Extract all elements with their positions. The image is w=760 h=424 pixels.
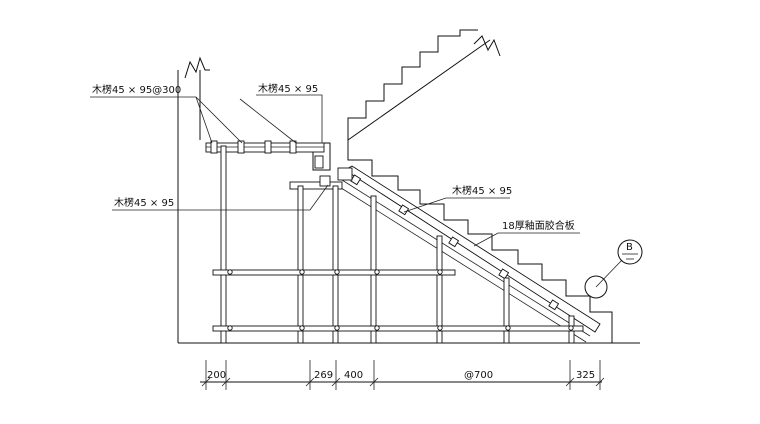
- label-plywood: 18厚釉面胶合板: [502, 219, 575, 232]
- leader-joist-mid: [256, 94, 323, 143]
- dim-400: 400: [344, 370, 363, 381]
- leader-joist-top-2: [195, 96, 243, 144]
- stair-break: [473, 35, 501, 57]
- ledger-block: [319, 175, 331, 187]
- break-symbol: [184, 56, 210, 79]
- detail-marker-label: B: [626, 242, 633, 253]
- edge-joist: [314, 155, 324, 169]
- leader-plywood: [473, 232, 580, 247]
- leader-joist-left: [112, 184, 329, 211]
- brace-lower: [212, 325, 584, 332]
- slope-top-block: [337, 167, 353, 181]
- slope-joists: [350, 174, 560, 311]
- detail-leader: [595, 259, 623, 288]
- dimension-ticks: [201, 360, 605, 390]
- upper-stair-underside: [347, 39, 491, 141]
- leader-joist-slope: [403, 197, 510, 213]
- landing-edge: [312, 142, 331, 171]
- dim-269: 269: [314, 370, 333, 381]
- leader-joist-mid-2: [239, 98, 297, 144]
- upper-stair: [347, 29, 478, 140]
- dim-325: 325: [576, 370, 595, 381]
- label-joist-mid: 木楞45 × 95: [258, 82, 318, 95]
- ledger-joist: [289, 181, 343, 190]
- detail-callout-circle: [584, 275, 608, 299]
- landing-joists: [210, 140, 297, 154]
- brace-bolts: [227, 269, 574, 331]
- brace-upper: [212, 269, 456, 276]
- slope-joist-line: [341, 179, 591, 337]
- slope-plywood: [344, 165, 601, 333]
- leader-joist-top: [90, 96, 213, 144]
- detail-marker-circle: [617, 239, 643, 265]
- dim-200: 200: [207, 370, 226, 381]
- dim-700: @700: [464, 370, 493, 381]
- label-joist-left: 木楞45 × 95: [114, 196, 174, 209]
- label-joist-top: 木楞45 × 95@300: [92, 83, 181, 96]
- vertical-posts: [220, 145, 575, 344]
- label-joist-slope: 木楞45 × 95: [452, 184, 512, 197]
- lower-stair: [347, 140, 640, 344]
- slope-joist-line-2: [337, 185, 587, 343]
